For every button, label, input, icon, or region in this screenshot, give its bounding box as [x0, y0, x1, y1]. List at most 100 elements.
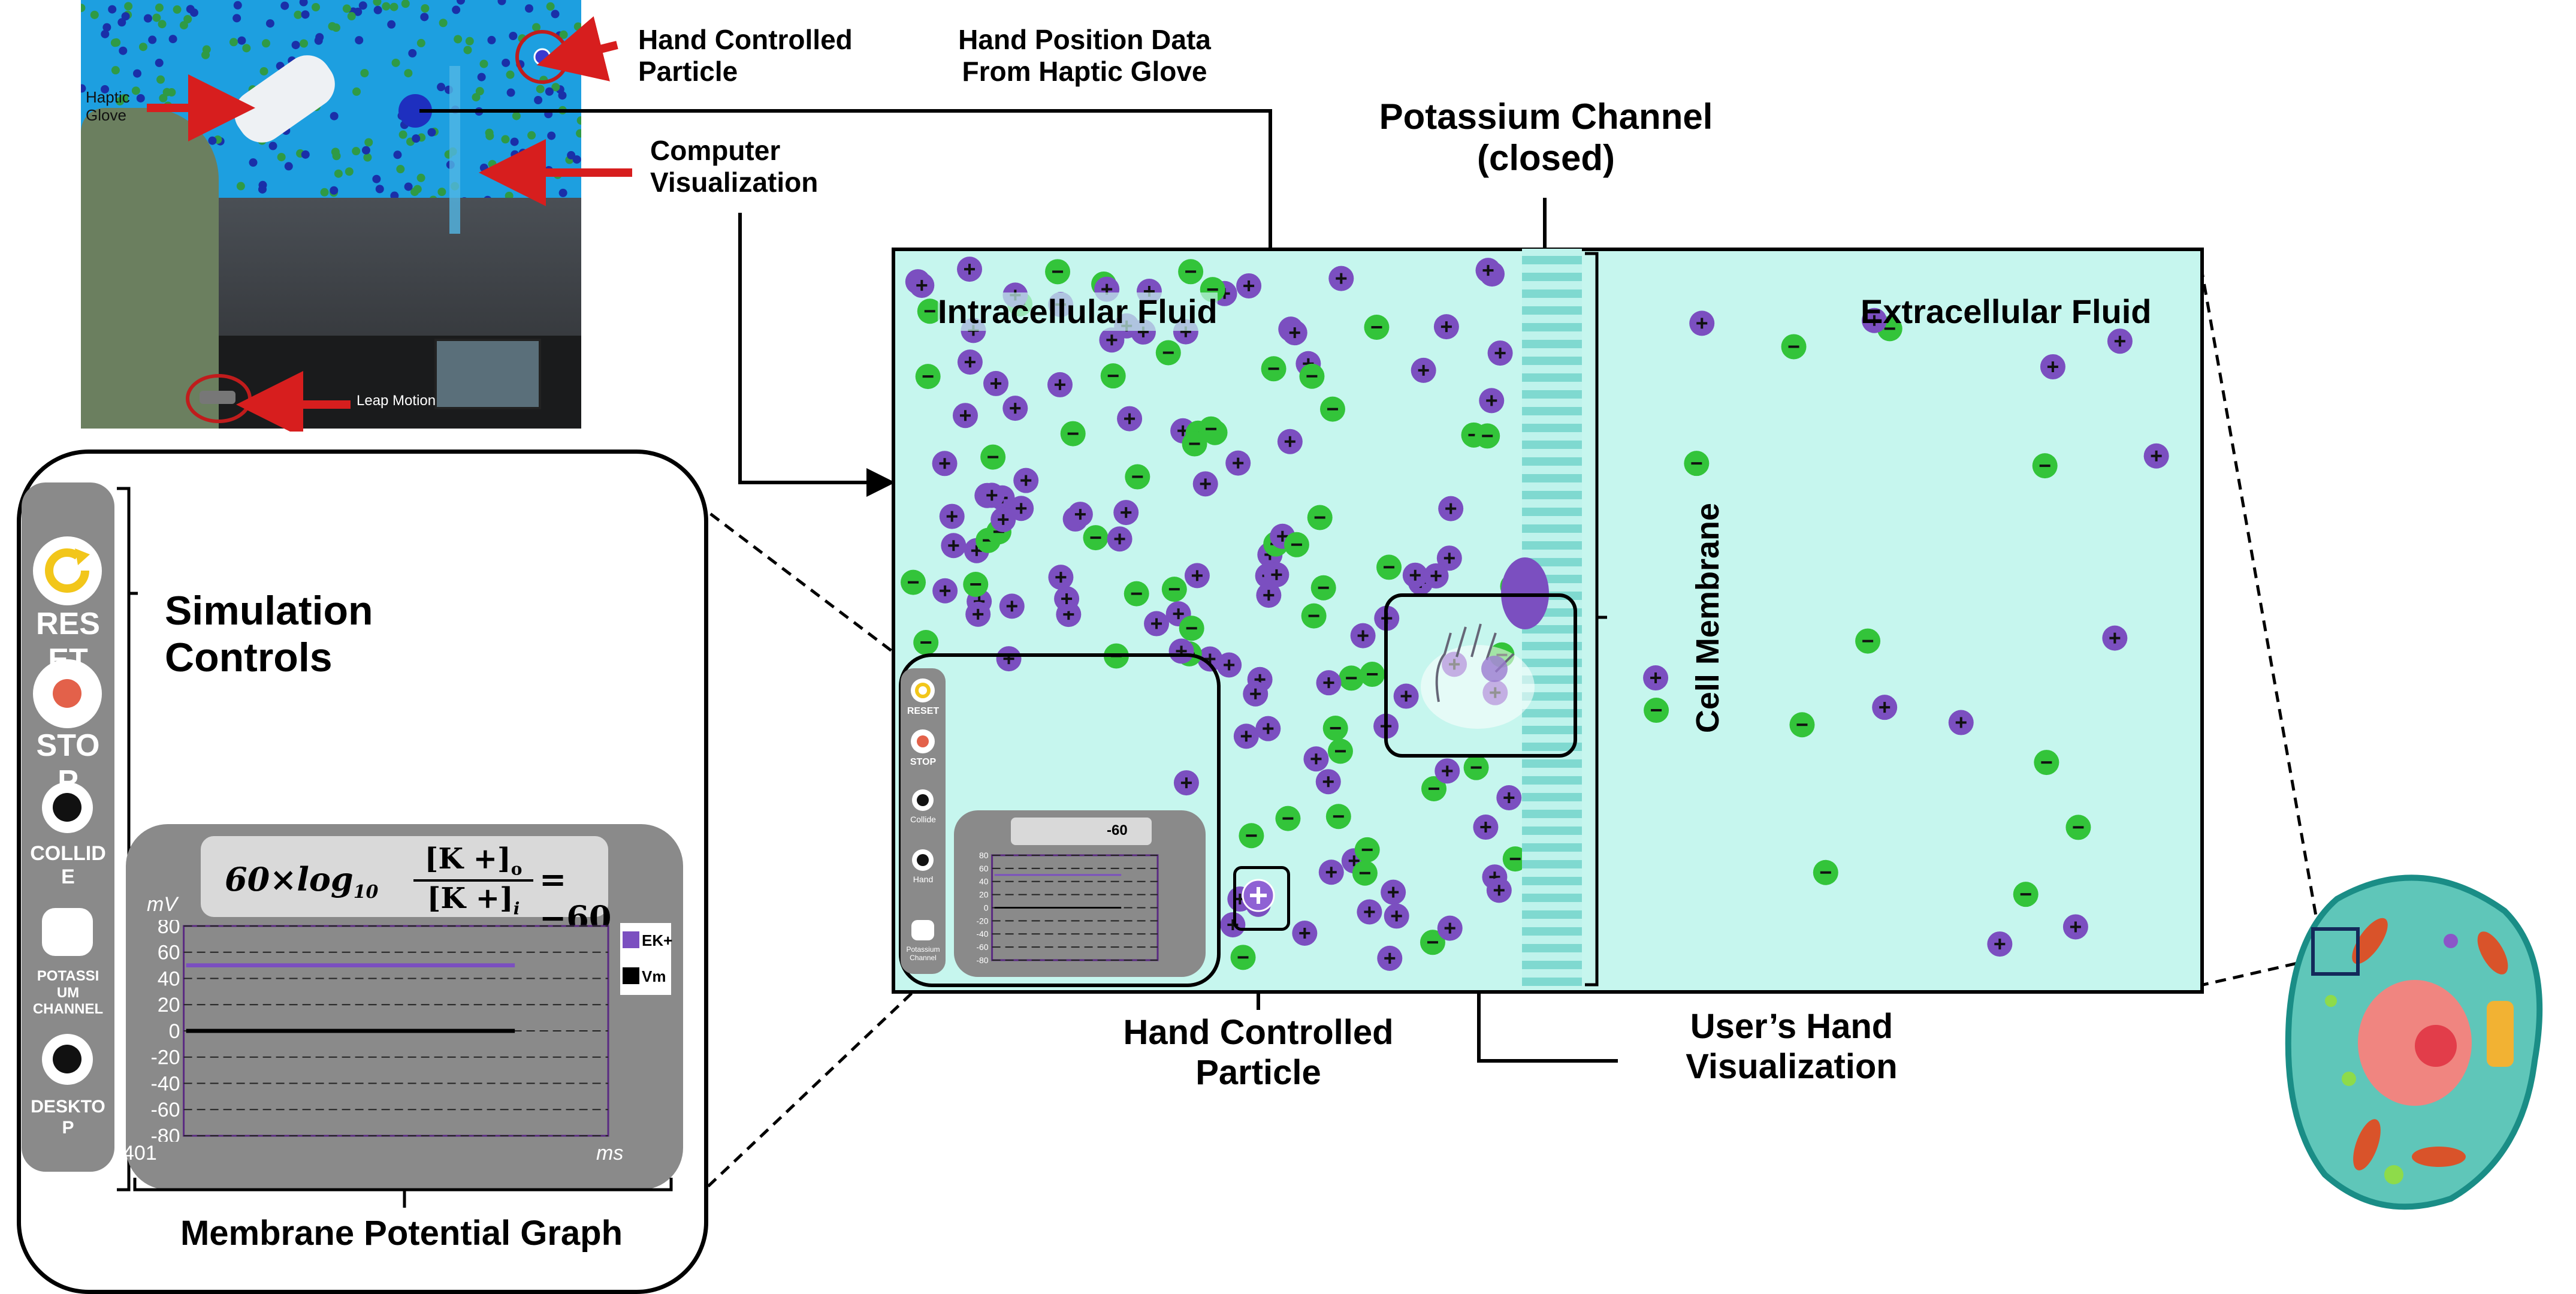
potassium-ion: [1054, 586, 1080, 611]
negative-ion: [1083, 525, 1109, 551]
reset-button[interactable]: [33, 536, 102, 605]
mini-potassium-toggle[interactable]: [911, 920, 934, 940]
potassium-ion: [1099, 327, 1125, 353]
membrane-bracket: [1585, 252, 1607, 987]
potassium-ion: [1282, 320, 1307, 346]
cell-zoom-bottom: [2197, 957, 2317, 988]
photo-particle: [136, 93, 145, 102]
potassium-ion: [979, 482, 1005, 508]
photo-particle: [155, 58, 164, 67]
negative-ion: [2032, 453, 2058, 479]
potassium-ion: [957, 349, 983, 375]
potassium-ion: [1318, 859, 1344, 885]
photo-particle: [463, 46, 472, 55]
mini-collide-icon[interactable]: [911, 788, 935, 812]
potassium-ion: [1236, 273, 1262, 298]
photo-particle: [186, 5, 195, 14]
photo-particle: [300, 39, 309, 48]
negative-ion: [1339, 665, 1364, 691]
potassium-ion: [1277, 429, 1303, 454]
photo-particle: [576, 129, 581, 138]
photo-particle: [387, 20, 396, 29]
potassium-ion: [1381, 879, 1406, 905]
photo-particle: [291, 41, 300, 50]
negative-ion: [2034, 750, 2059, 776]
potassium-ion: [932, 578, 958, 604]
potassium-ion: [1475, 258, 1501, 283]
potassium-ion: [1048, 565, 1074, 590]
potassium-ion: [957, 257, 983, 282]
mini-reset-icon[interactable]: [910, 677, 937, 704]
collide-toggle[interactable]: [42, 782, 93, 833]
photo-particle: [131, 86, 140, 95]
photo-particle: [372, 174, 381, 183]
negative-ion: [1100, 363, 1126, 389]
hand-particle-icon: [1242, 879, 1275, 912]
stop-button[interactable]: [33, 659, 102, 728]
negative-ion: [1644, 698, 1669, 723]
photo-particle: [534, 96, 543, 105]
negative-ion: [1178, 259, 1204, 285]
photo-particle: [567, 151, 576, 160]
potassium-ion: [909, 273, 935, 298]
vesicle-2: [2384, 1165, 2403, 1184]
red-arrows: [147, 16, 632, 432]
photo-particle: [545, 87, 554, 96]
negative-ion: [1124, 581, 1149, 607]
lysosome: [2444, 934, 2458, 948]
potassium-ion: [1243, 681, 1269, 707]
photo-particle: [393, 150, 402, 159]
zoom-line-bottom: [694, 979, 927, 1200]
vesicle-3: [2325, 995, 2337, 1007]
photo-particle: [328, 22, 337, 31]
photo-particle: [90, 10, 99, 19]
negative-ion: [917, 298, 943, 324]
potassium-ion: [1689, 310, 1715, 336]
potassium-ion: [1473, 815, 1499, 840]
photo-particle: [456, 0, 465, 5]
mini-hand-icon[interactable]: [911, 848, 935, 872]
potassium-ion: [1393, 683, 1419, 709]
negative-ion: [1789, 712, 1815, 738]
channel-photo: [398, 94, 432, 128]
negative-ion: [1364, 314, 1390, 340]
negative-ion: [1060, 421, 1086, 447]
photo-particle: [391, 58, 400, 67]
laptop: [434, 339, 541, 409]
potassium-channel-toggle[interactable]: [42, 908, 93, 956]
photo-particle: [487, 35, 496, 44]
photo-particle: [479, 59, 488, 68]
photo-particle: [404, 69, 413, 78]
photo-particle: [509, 31, 518, 40]
photo-particle: [81, 84, 86, 93]
photo-particle: [108, 5, 117, 14]
formula-lhs: 60×log: [225, 860, 354, 898]
desktop-toggle[interactable]: [42, 1034, 93, 1085]
photo-particle: [546, 2, 555, 11]
zoom-line-top: [652, 469, 900, 657]
legend-vm-swatch: [623, 967, 639, 984]
graph-y-unit: mV: [147, 893, 177, 916]
mini-stop-icon[interactable]: [910, 728, 937, 755]
potassium-ion: [1437, 915, 1463, 941]
mini-chart-y-tick-label: 60: [979, 864, 989, 873]
negative-ion: [1322, 715, 1348, 741]
cell-membrane-label: Cell Membrane: [1689, 502, 1726, 734]
negative-ion: [1161, 577, 1187, 602]
photo-particle: [332, 152, 341, 161]
negative-ion: [1463, 755, 1489, 780]
mini-chart-y-tick-label: 0: [984, 903, 989, 912]
chart-y-tick-label: 80: [158, 920, 180, 938]
negative-ion: [1301, 603, 1327, 629]
potassium-ion: [1357, 899, 1382, 925]
nucleus: [2358, 980, 2472, 1106]
hand-particle-title: Hand Controlled Particle: [1123, 1013, 1394, 1092]
photo-particle: [485, 131, 494, 140]
photo-particle: [375, 185, 384, 194]
negative-ion: [1198, 416, 1224, 442]
negative-ion: [1420, 930, 1445, 955]
photo-particle: [412, 134, 421, 143]
photo-particle: [110, 38, 119, 47]
